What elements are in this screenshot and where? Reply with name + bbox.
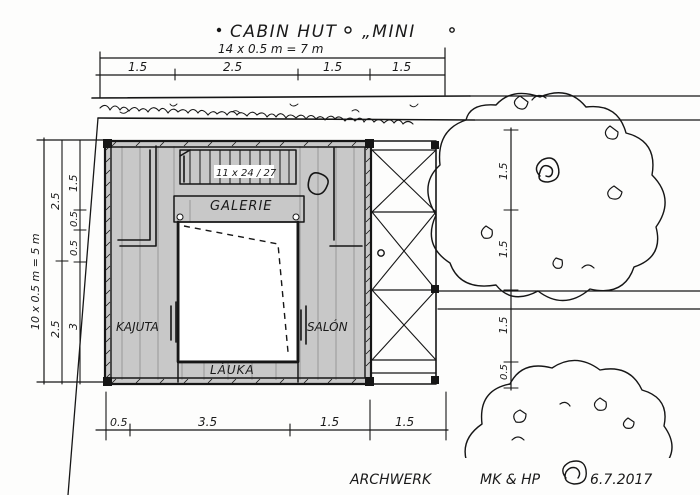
terrace-post-ne: [431, 141, 439, 149]
left-outer-2: 2.5: [49, 321, 62, 339]
left-overall-ends: [36, 139, 106, 383]
terrace-joists: [371, 149, 437, 374]
tree-upper-trunk: [535, 157, 560, 183]
left-outer-1: 2.5: [49, 193, 62, 211]
top-dimensions: 14 x 0.5 m = 7 m 1.5 2.5 1.5 1.5: [95, 42, 446, 99]
hedge-top-edge: [91, 95, 471, 99]
top-seg-4: 1.5: [392, 60, 411, 74]
signature-date: 6.7.2017: [590, 472, 652, 488]
bottom-seg-1: 0.5: [110, 416, 128, 429]
left-inner-4: 3: [67, 323, 80, 330]
signature-studio: ARCHWERK: [349, 472, 433, 488]
left-overall-dimension: 10 x 0.5 m = 5 m: [29, 233, 42, 330]
signature-backdrop: [346, 458, 700, 492]
terrace-post-e: [431, 285, 439, 293]
floor-boards: [121, 146, 355, 380]
gallery-post-right: [292, 213, 300, 221]
cabin-plan: 11 x 24 / 27 GALERIE KAJUTA SALÓN LÁUKA: [103, 139, 374, 386]
stair-label-bg: [214, 165, 274, 178]
tree-upper-canopy: [427, 92, 666, 302]
left-inner-1: 1.5: [67, 175, 80, 193]
right-seg-4: 0.5: [499, 364, 510, 380]
title-variant: „MINI: [362, 22, 416, 42]
top-seg-2: 2.5: [223, 60, 242, 74]
right-seg-1: 1.5: [497, 163, 510, 181]
wall-hatching-horizontal: [111, 141, 357, 384]
title-circle: [344, 26, 352, 34]
title-block: CABIN HUT „MINI: [216, 22, 455, 42]
stair-label: 11 x 24 / 27: [216, 168, 277, 179]
roof-projection-dashed: [183, 225, 289, 353]
hedge-strip: [91, 95, 476, 125]
bottom-seg-2: 3.5: [198, 415, 217, 429]
top-segment-ticks: [174, 68, 371, 81]
clearing-label: LÁUKA: [210, 362, 255, 377]
stair-outline: [179, 149, 297, 185]
top-seg-3: 1.5: [323, 60, 342, 74]
tree-upper: [427, 92, 666, 302]
stair-arrow: [179, 149, 191, 183]
tree-lower-canopy: [464, 359, 673, 491]
signature-tree-logo: [562, 460, 587, 485]
top-overall-dimension: 14 x 0.5 m = 7 m: [218, 42, 323, 56]
right-partition: [329, 147, 363, 247]
terrace-outline: [371, 140, 437, 385]
right-seg-3: 1.5: [497, 317, 510, 335]
bottom-dim-ticks: [105, 391, 447, 441]
left-dimensions: 10 x 0.5 m = 5 m 2.5 2.5 1.5 0.5 0.5 3: [29, 137, 106, 385]
left-inner-2: 0.5: [69, 211, 80, 227]
tree-upper-foliage-details: [480, 94, 623, 269]
hedge-details: [119, 103, 419, 114]
right-dimensions: 1.5 1.5 1.5 0.5: [497, 127, 519, 391]
gallery-label: GALERIE: [210, 199, 273, 214]
corner-post-se: [365, 377, 374, 386]
courtyard-void: [180, 224, 296, 360]
terrace-post: [377, 249, 385, 257]
bottom-seg-3: 1.5: [320, 415, 339, 429]
corner-post-sw: [103, 377, 112, 386]
site-boundary: [67, 117, 99, 496]
signature-block: ARCHWERK MK & HP 6.7.2017: [346, 458, 700, 492]
bottom-dimensions: 0.5 3.5 1.5 1.5: [67, 117, 449, 496]
tree-lower-foliage-details: [511, 397, 635, 441]
courtyard-walls: [176, 220, 300, 364]
left-inner-ticks: [73, 209, 87, 263]
terrace-bracing: [371, 149, 437, 361]
corner-post-nw: [103, 139, 112, 148]
title-dot: [216, 27, 222, 33]
bottom-bench: [177, 361, 299, 383]
stair: 11 x 24 / 27: [179, 149, 297, 185]
left-inner-3: 0.5: [69, 240, 80, 256]
salon-label: SALÓN: [307, 319, 348, 334]
garden-path-top: [469, 95, 700, 121]
tree-lower: [464, 359, 673, 491]
sliding-doors: [170, 301, 307, 345]
cabin-label: KAJUTA: [116, 320, 159, 334]
hedge-foliage: [99, 104, 414, 125]
title-text: CABIN HUT: [230, 22, 338, 42]
stove: [307, 172, 329, 196]
terrace: [371, 95, 700, 385]
right-seg-2: 1.5: [497, 241, 510, 259]
bottom-seg-4: 1.5: [395, 415, 414, 429]
top-seg-1: 1.5: [128, 60, 147, 74]
gallery-post-left: [176, 213, 184, 221]
gallery-band: [173, 195, 305, 223]
signature-authors: MK & HP: [480, 472, 541, 488]
title-end-circle: [449, 27, 455, 33]
terrace-post-se: [431, 376, 439, 384]
garden-path: [437, 290, 700, 310]
hedge-bottom-edge: [97, 117, 476, 121]
corner-post-ne: [365, 139, 374, 148]
right-dim-ticks: [503, 129, 519, 389]
left-partition: [117, 145, 157, 247]
